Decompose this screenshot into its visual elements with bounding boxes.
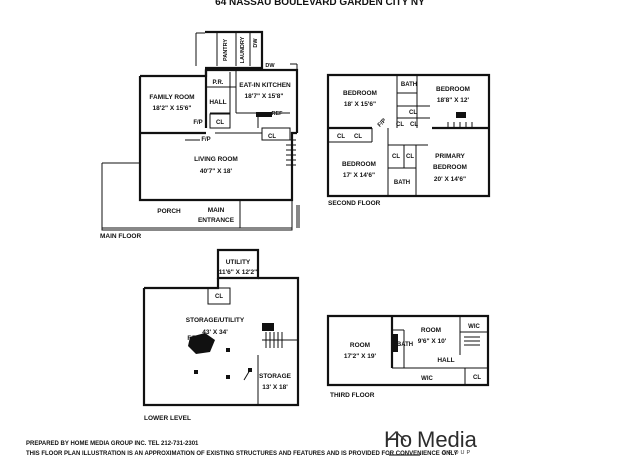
cl-main-2: CL (268, 134, 276, 140)
primary-dim: 20' X 14'6" (434, 176, 466, 183)
logo-text-media: Media (417, 427, 477, 452)
cl-main-1: CL (216, 120, 224, 126)
bed2-dim: 18'8" X 12' (437, 97, 470, 104)
main-floor-plan (101, 30, 300, 231)
family-dim: 18'2" X 15'6" (153, 105, 192, 112)
footer-credit: PREPARED BY HOME MEDIA GROUP INC. TEL 21… (26, 441, 199, 447)
ref-label: REF (272, 111, 284, 117)
homedia-logo: Ho Media GROUP (384, 427, 484, 459)
storage-util-name: STORAGE/UTILITY (186, 317, 245, 324)
living-dim: 40'7" X 18' (200, 168, 233, 175)
utility-dim: 11'6" X 12'2" (219, 269, 258, 276)
pantry-label: PANTRY (223, 39, 229, 61)
hall-3-label: HALL (437, 357, 454, 364)
main-floor-caption: MAIN FLOOR (100, 233, 141, 240)
cl-2d: CL (337, 134, 345, 140)
utility-name: UTILITY (226, 259, 251, 266)
bath-2b-label: BATH (394, 180, 410, 186)
bath-2a-label: BATH (401, 82, 417, 88)
fp-2-label: F/P (377, 118, 388, 129)
second-stairs (447, 122, 473, 128)
room3-name: ROOM (350, 342, 370, 349)
bed2-name: BEDROOM (436, 86, 470, 93)
primary-name-1: PRIMARY (435, 153, 465, 160)
cl-2e: CL (354, 134, 362, 140)
room3-dim: 17'2" X 19' (344, 353, 377, 360)
cl-3-label: CL (473, 375, 481, 381)
bed3-dim: 17' X 14'6" (343, 172, 375, 179)
dw-label: DW (253, 38, 259, 48)
fp-main-1: F/P (193, 120, 202, 126)
lower-level-labels: UTILITY 11'6" X 12'2" CL STORAGE/UTILITY… (144, 259, 292, 422)
porch-label: PORCH (157, 208, 181, 215)
cl-2f: CL (392, 154, 400, 160)
cl-2b: CL (396, 122, 404, 128)
main-floor-labels: PANTRY LAUNDRY DW DW P.R. HALL EAT-IN KI… (100, 36, 291, 240)
page-title: 64 NASSAU BOULEVARD GARDEN CITY NY (215, 0, 425, 8)
room3b-dim: 9'6" X 10' (418, 338, 447, 345)
third-floor-caption: THIRD FLOOR (330, 392, 375, 399)
fp-main-2: F/P (201, 137, 210, 143)
wic-3b-label: WIC (421, 376, 433, 382)
cl-2c: CL (410, 122, 418, 128)
storage-util-dim: 43' X 34' (202, 329, 228, 336)
storage-dim: 13' X 18' (262, 384, 288, 391)
kitchen-dim: 18'7" X 15'8" (245, 93, 284, 100)
bath-3-label: BATH (397, 342, 413, 348)
second-floor-plan (326, 73, 491, 198)
bed1-name: BEDROOM (343, 90, 377, 97)
second-floor-labels: BEDROOM 18' X 15'6" BATH BEDROOM 18'8" X… (328, 82, 470, 207)
third-floor-plan (326, 314, 490, 387)
main-entrance-label-1: MAIN (208, 207, 225, 214)
laundry-label: LAUNDRY (240, 36, 246, 63)
family-name: FAMILY ROOM (149, 94, 194, 101)
cl-lower: CL (215, 294, 223, 300)
living-name: LIVING ROOM (194, 156, 238, 163)
logo-text-group: GROUP (442, 450, 473, 456)
main-entrance-label-2: ENTRANCE (198, 217, 235, 224)
logo-house-icon (386, 431, 420, 456)
lower-level-caption: LOWER LEVEL (144, 415, 191, 422)
cl-2g: CL (406, 154, 414, 160)
pr-label: P.R. (213, 80, 224, 86)
room3b-name: ROOM (421, 327, 441, 334)
wic-3a-label: WIC (468, 324, 480, 330)
dw-label-2: DW (265, 63, 275, 69)
fp-lower-label: F/P (187, 336, 196, 342)
second-floor-caption: SECOND FLOOR (328, 200, 381, 207)
footer-disclaimer: THIS FLOOR PLAN ILLUSTRATION IS AN APPRO… (26, 451, 458, 457)
bed3-name: BEDROOM (342, 161, 376, 168)
hall-main-label: HALL (209, 99, 226, 106)
third-floor-labels: ROOM 17'2" X 19' BATH ROOM 9'6" X 10' WI… (330, 324, 481, 399)
bed1-dim: 18' X 15'6" (344, 101, 376, 108)
storage-name: STORAGE (259, 373, 292, 380)
lower-stairs (265, 332, 283, 348)
cl-2a: CL (409, 110, 417, 116)
lower-level-plan (142, 248, 300, 407)
third-stairs (464, 336, 480, 346)
primary-name-2: BEDROOM (433, 164, 467, 171)
main-stairs (286, 139, 296, 166)
kitchen-name: EAT-IN KITCHEN (239, 82, 291, 89)
